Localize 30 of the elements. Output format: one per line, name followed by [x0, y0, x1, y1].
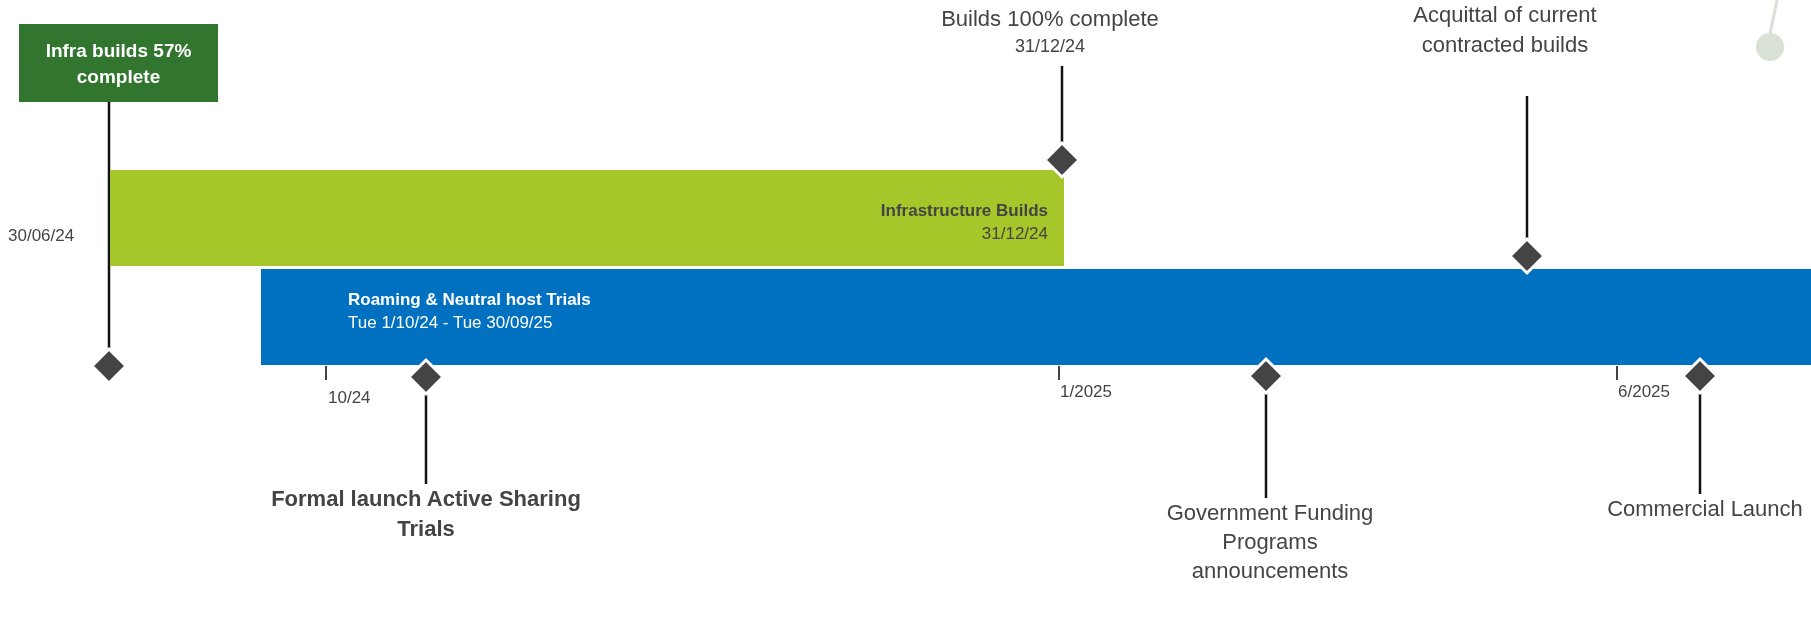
milestone-text: Commercial Launch: [1606, 495, 1804, 523]
date-text: 31/12/24: [980, 222, 1048, 245]
leader-line: [107, 102, 111, 349]
tick-label: 10/24: [328, 388, 371, 408]
tick-label: 6/2025: [1618, 382, 1670, 402]
task-bar: [110, 170, 1064, 266]
diamond-marker: [1510, 239, 1544, 273]
date-text: Tue 1/10/24 - Tue 30/09/25: [348, 311, 554, 334]
milestone-text: Builds 100% complete: [940, 5, 1160, 33]
leader-line: [1525, 96, 1529, 239]
milestone-text: Formal launch Active Sharing Trials: [270, 485, 582, 543]
diamond-marker: [1683, 359, 1717, 393]
diamond-marker: [409, 360, 443, 394]
milestone-text: Government Funding Programs announcements: [1165, 499, 1375, 585]
tick-label: 1/2025: [1060, 382, 1112, 402]
date-label: 30/06/24: [8, 226, 75, 246]
diamond-marker: [1045, 143, 1079, 177]
diamond-marker: [92, 349, 126, 383]
milestone-text: Infra builds 57% complete: [44, 39, 193, 89]
leader-line: [424, 394, 428, 484]
task-bar: [261, 269, 1811, 365]
diamond-marker: [1249, 359, 1283, 393]
task-name: Infrastructure Builds: [879, 200, 1048, 222]
milestone-text: Acquittal of current contracted builds: [1412, 1, 1598, 59]
leader-line: [1264, 393, 1268, 498]
leader-line: [1060, 66, 1064, 143]
task-name: Roaming & Neutral host Trials: [348, 289, 592, 311]
milestone-box: [19, 24, 218, 102]
date-text: 31/12/24: [1013, 34, 1087, 58]
leader-line: [1698, 393, 1702, 494]
